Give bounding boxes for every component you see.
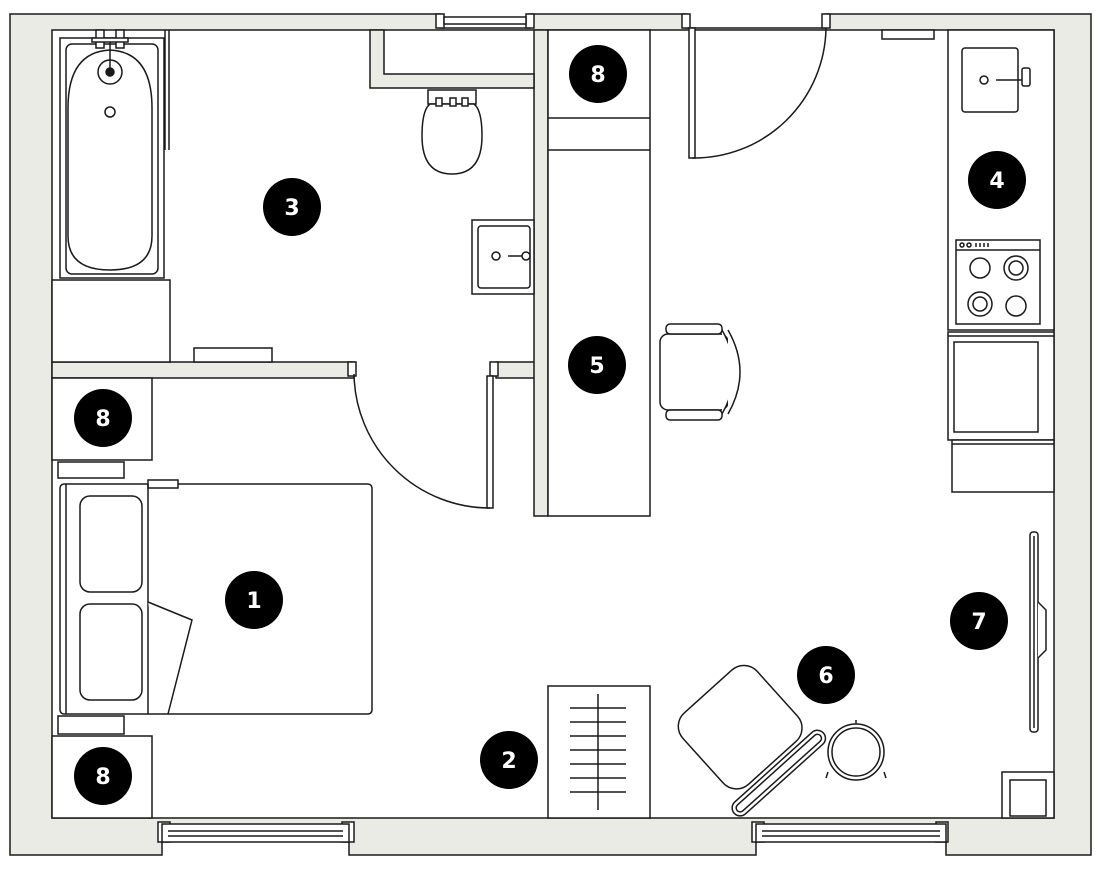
marker-radiator: 2: [480, 731, 538, 789]
marker-bed: 1: [225, 571, 283, 629]
marker-desk: 5: [568, 336, 626, 394]
marker-tv: 7: [950, 592, 1008, 650]
svg-text:8: 8: [95, 765, 110, 790]
svg-text:8: 8: [590, 63, 605, 88]
svg-text:4: 4: [989, 169, 1004, 194]
svg-text:1: 1: [246, 589, 261, 614]
marker-storage-left-top: 8: [74, 389, 132, 447]
marker-lounge-chair: 6: [797, 646, 855, 704]
svg-text:6: 6: [818, 664, 833, 689]
svg-text:5: 5: [589, 354, 604, 379]
marker-kitchen: 4: [968, 151, 1026, 209]
svg-text:8: 8: [95, 407, 110, 432]
bathroom-fixtures: [51, 29, 535, 363]
marker-bathroom: 3: [263, 178, 321, 236]
doors: [353, 27, 827, 509]
svg-text:2: 2: [501, 749, 516, 774]
svg-text:7: 7: [971, 610, 986, 635]
marker-storage-left-bottom: 8: [74, 747, 132, 805]
svg-text:3: 3: [284, 196, 299, 221]
marker-storage-top: 8: [569, 45, 627, 103]
kitchen-fixtures: [881, 29, 1055, 493]
desk-column: [547, 29, 741, 517]
living-fixtures: [547, 531, 1055, 819]
windows: [161, 16, 947, 843]
